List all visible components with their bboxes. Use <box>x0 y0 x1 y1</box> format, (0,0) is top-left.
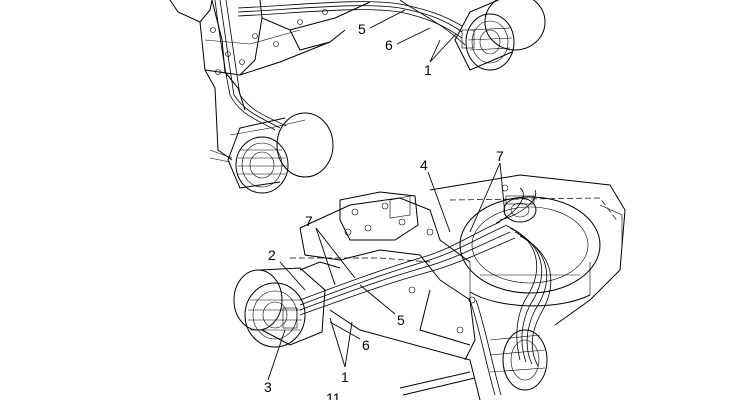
chassis-bolts <box>344 184 509 334</box>
lower-chassis-frame <box>290 184 509 400</box>
turret-platform <box>429 174 626 326</box>
lower-rear-hub <box>489 329 548 391</box>
callout-7-left: 7 <box>305 213 313 229</box>
callout-3: 3 <box>264 379 272 395</box>
upper-axle-assembly: 5 6 1 <box>169 0 546 194</box>
turret-drive-motor <box>503 195 537 223</box>
frame-bolts <box>210 9 328 75</box>
callout-5-upper: 5 <box>358 21 366 37</box>
callout-7-right: 7 <box>496 148 504 164</box>
lower-callouts: 4 7 7 2 5 6 3 1 11 <box>264 148 506 400</box>
upper-right-wheel-hub <box>454 0 546 71</box>
upper-callouts: 5 6 1 <box>358 9 457 78</box>
callout-11: 11 <box>326 390 341 400</box>
upper-hose-bundle <box>214 0 466 131</box>
lower-axle-assembly: 4 7 7 2 5 6 3 1 11 <box>233 148 626 400</box>
upper-left-wheel-hub <box>209 112 334 194</box>
callout-1-lower: 1 <box>341 369 349 385</box>
callout-2: 2 <box>268 247 276 263</box>
callout-1-upper: 1 <box>424 62 432 78</box>
lower-hose-bundle <box>299 187 552 396</box>
callout-6-lower: 6 <box>362 337 370 353</box>
callout-5-lower: 5 <box>397 312 405 328</box>
callout-6-upper: 6 <box>385 37 393 53</box>
callout-4: 4 <box>420 157 428 173</box>
lower-left-wheel-hub <box>233 261 341 348</box>
